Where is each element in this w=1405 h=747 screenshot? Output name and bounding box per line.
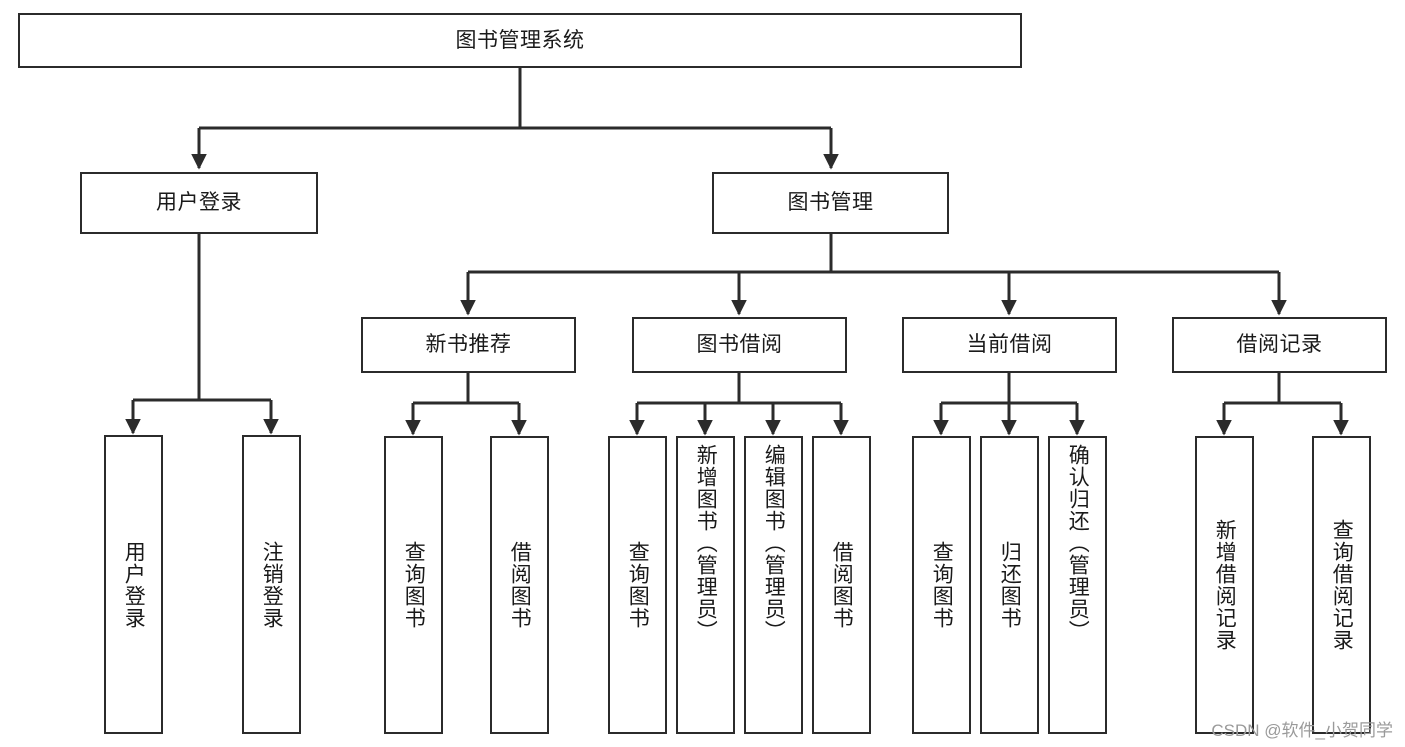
watermark-text: CSDN @软件_小贺同学 <box>1211 721 1393 740</box>
node-leaf-query-book-1-label: 查询图书 <box>402 541 426 629</box>
node-new-book-rec[interactable]: 新书推荐 <box>361 317 576 373</box>
node-leaf-query-record[interactable]: 查询借阅记录 <box>1312 436 1371 734</box>
node-borrow-record[interactable]: 借阅记录 <box>1172 317 1387 373</box>
node-new-book-rec-label: 新书推荐 <box>425 333 512 357</box>
node-book-borrow-label: 图书借阅 <box>696 333 783 357</box>
node-leaf-query-record-label: 查询借阅记录 <box>1330 519 1354 651</box>
node-book-manage[interactable]: 图书管理 <box>712 172 949 234</box>
node-leaf-add-book-label: 新增图书（管理员） <box>694 444 718 642</box>
node-leaf-edit-book[interactable]: 编辑图书（管理员） <box>744 436 803 734</box>
node-leaf-query-book-2-label: 查询图书 <box>626 541 650 629</box>
node-leaf-confirm-return-label: 确认归还（管理员） <box>1066 444 1090 642</box>
node-leaf-user-login-label: 用户登录 <box>122 540 146 629</box>
node-leaf-logout-login[interactable]: 注销登录 <box>242 435 301 734</box>
node-user-login[interactable]: 用户登录 <box>80 172 318 234</box>
node-leaf-edit-book-label: 编辑图书（管理员） <box>762 444 786 642</box>
node-current-borrow[interactable]: 当前借阅 <box>902 317 1117 373</box>
node-leaf-borrow-book-1-label: 借阅图书 <box>508 541 532 629</box>
node-borrow-record-label: 借阅记录 <box>1236 333 1323 357</box>
node-leaf-query-book-3[interactable]: 查询图书 <box>912 436 971 734</box>
node-leaf-query-book-1[interactable]: 查询图书 <box>384 436 443 734</box>
node-leaf-borrow-book-2-label: 借阅图书 <box>830 541 854 629</box>
node-leaf-add-record-label: 新增借阅记录 <box>1213 519 1237 651</box>
node-leaf-query-book-2[interactable]: 查询图书 <box>608 436 667 734</box>
node-leaf-query-book-3-label: 查询图书 <box>930 541 954 629</box>
node-root[interactable]: 图书管理系统 <box>18 13 1022 68</box>
node-leaf-borrow-book-2[interactable]: 借阅图书 <box>812 436 871 734</box>
node-current-borrow-label: 当前借阅 <box>966 333 1053 357</box>
node-book-borrow[interactable]: 图书借阅 <box>632 317 847 373</box>
node-leaf-return-book[interactable]: 归还图书 <box>980 436 1039 734</box>
node-leaf-user-login[interactable]: 用户登录 <box>104 435 163 734</box>
node-leaf-logout-login-label: 注销登录 <box>260 540 284 629</box>
node-leaf-confirm-return[interactable]: 确认归还（管理员） <box>1048 436 1107 734</box>
node-leaf-borrow-book-1[interactable]: 借阅图书 <box>490 436 549 734</box>
node-leaf-add-record[interactable]: 新增借阅记录 <box>1195 436 1254 734</box>
node-leaf-return-book-label: 归还图书 <box>998 541 1022 629</box>
node-book-manage-label: 图书管理 <box>787 191 874 215</box>
node-root-label: 图书管理系统 <box>455 28 585 52</box>
node-leaf-add-book[interactable]: 新增图书（管理员） <box>676 436 735 734</box>
node-user-login-label: 用户登录 <box>156 191 242 215</box>
